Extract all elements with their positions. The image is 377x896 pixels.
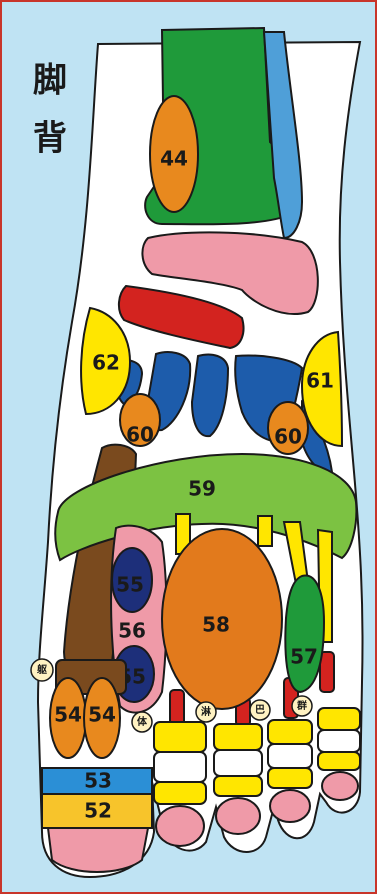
zone-57-label: 57 — [290, 645, 318, 669]
marker-lin: 淋 — [196, 702, 216, 722]
toe-3 — [214, 724, 262, 834]
marker-ba: 巴 — [250, 700, 270, 720]
zone-44-label: 44 — [160, 147, 188, 171]
marker-qu: 躯 — [31, 659, 53, 681]
marker-qun: 群 — [292, 696, 312, 716]
zone-61-label: 61 — [306, 369, 334, 393]
zone-52-label: 52 — [84, 799, 112, 823]
zone-59-label: 59 — [188, 477, 216, 501]
zone-62-label: 62 — [92, 351, 120, 375]
svg-text:淋: 淋 — [201, 705, 211, 718]
metatarsal-bar-2 — [258, 516, 272, 546]
zone-54-left-label: 54 — [54, 703, 82, 727]
zone-55-top-label: 55 — [116, 573, 144, 597]
big-toe-tip-pink — [48, 828, 148, 872]
svg-text:巴: 巴 — [255, 704, 265, 716]
toe-4 — [268, 720, 312, 822]
zone-60-right-label: 60 — [274, 425, 302, 449]
toe-5 — [318, 708, 360, 800]
zone-60-left-label: 60 — [126, 423, 154, 447]
title-line1: 脚 — [33, 61, 67, 101]
title-line2: 背 — [33, 119, 67, 159]
zone-56-label: 56 — [118, 619, 146, 643]
marker-ti: 体 — [132, 712, 152, 732]
zone-54-right-label: 54 — [88, 703, 116, 727]
toe-2 — [154, 722, 206, 846]
svg-text:群: 群 — [297, 699, 307, 712]
svg-text:体: 体 — [137, 715, 148, 728]
zone-58-label: 58 — [202, 613, 230, 637]
zone-53-label: 53 — [84, 769, 112, 793]
svg-text:躯: 躯 — [36, 663, 47, 676]
